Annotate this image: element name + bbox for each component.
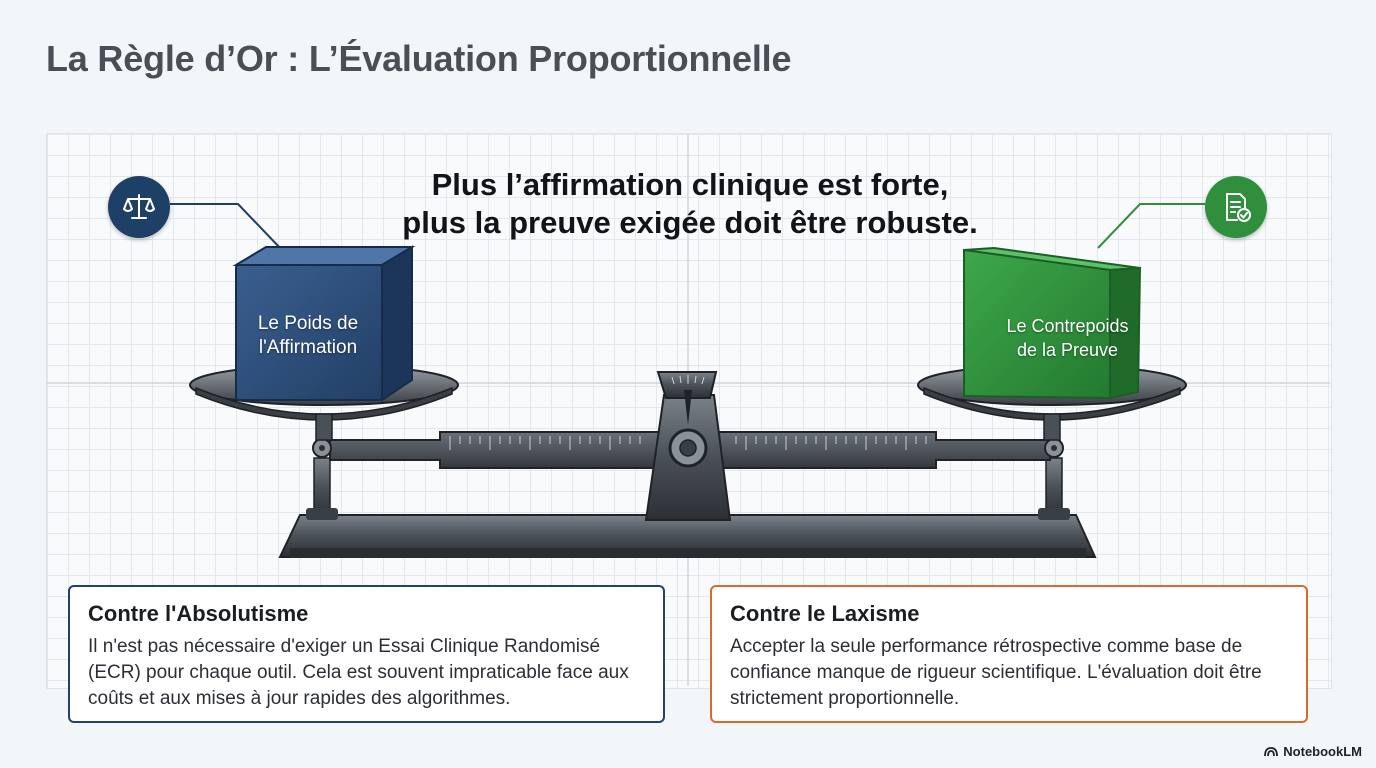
evidence-weight-cube	[963, 246, 1142, 400]
evidence-weight-label-line-2: de la Preuve	[1016, 340, 1119, 360]
claim-weight-label-line-1: Le Poids de	[257, 313, 359, 334]
headline-line-1: Plus l’affirmation clinique est forte,	[431, 167, 949, 202]
claim-weight-cube	[232, 245, 416, 402]
card-absolutism-body: Il n'est pas nécessaire d'exiger un Essa…	[88, 636, 629, 709]
brand-watermark: NotebookLM	[1264, 744, 1362, 759]
card-laxism-body: Accepter la seule performance rétrospect…	[730, 636, 1262, 709]
indicator-needle	[684, 390, 692, 425]
headline: Plus l’affirmation clinique est forte, p…	[340, 166, 1040, 242]
claim-weight-label: Le Poids de l'Affirmation	[238, 312, 378, 360]
page-title: La Règle d’Or : L’Évaluation Proportionn…	[46, 38, 792, 79]
scales-icon	[108, 176, 170, 238]
headline-line-2: plus la preuve exigée doit être robuste.	[402, 205, 978, 240]
claim-weight-label-line-2: l'Affirmation	[258, 337, 358, 358]
card-laxism: Contre le Laxisme Accepter la seule perf…	[710, 585, 1308, 723]
card-absolutism: Contre l'Absolutisme Il n'est pas nécess…	[68, 585, 665, 723]
right-leader-line	[1097, 203, 1205, 249]
beam-ticks	[449, 436, 927, 450]
notebooklm-logo-icon	[1264, 747, 1279, 757]
card-laxism-heading: Contre le Laxisme	[730, 601, 920, 626]
card-absolutism-heading: Contre l'Absolutisme	[88, 601, 309, 626]
evidence-weight-label: Le Contrepoids de la Preuve	[965, 314, 1170, 362]
document-check-icon	[1205, 176, 1267, 238]
scale-base	[278, 514, 1097, 558]
evidence-weight-label-line-1: Le Contrepoids	[1006, 316, 1129, 336]
brand-name: NotebookLM	[1283, 744, 1362, 759]
left-leader-line	[170, 203, 283, 251]
